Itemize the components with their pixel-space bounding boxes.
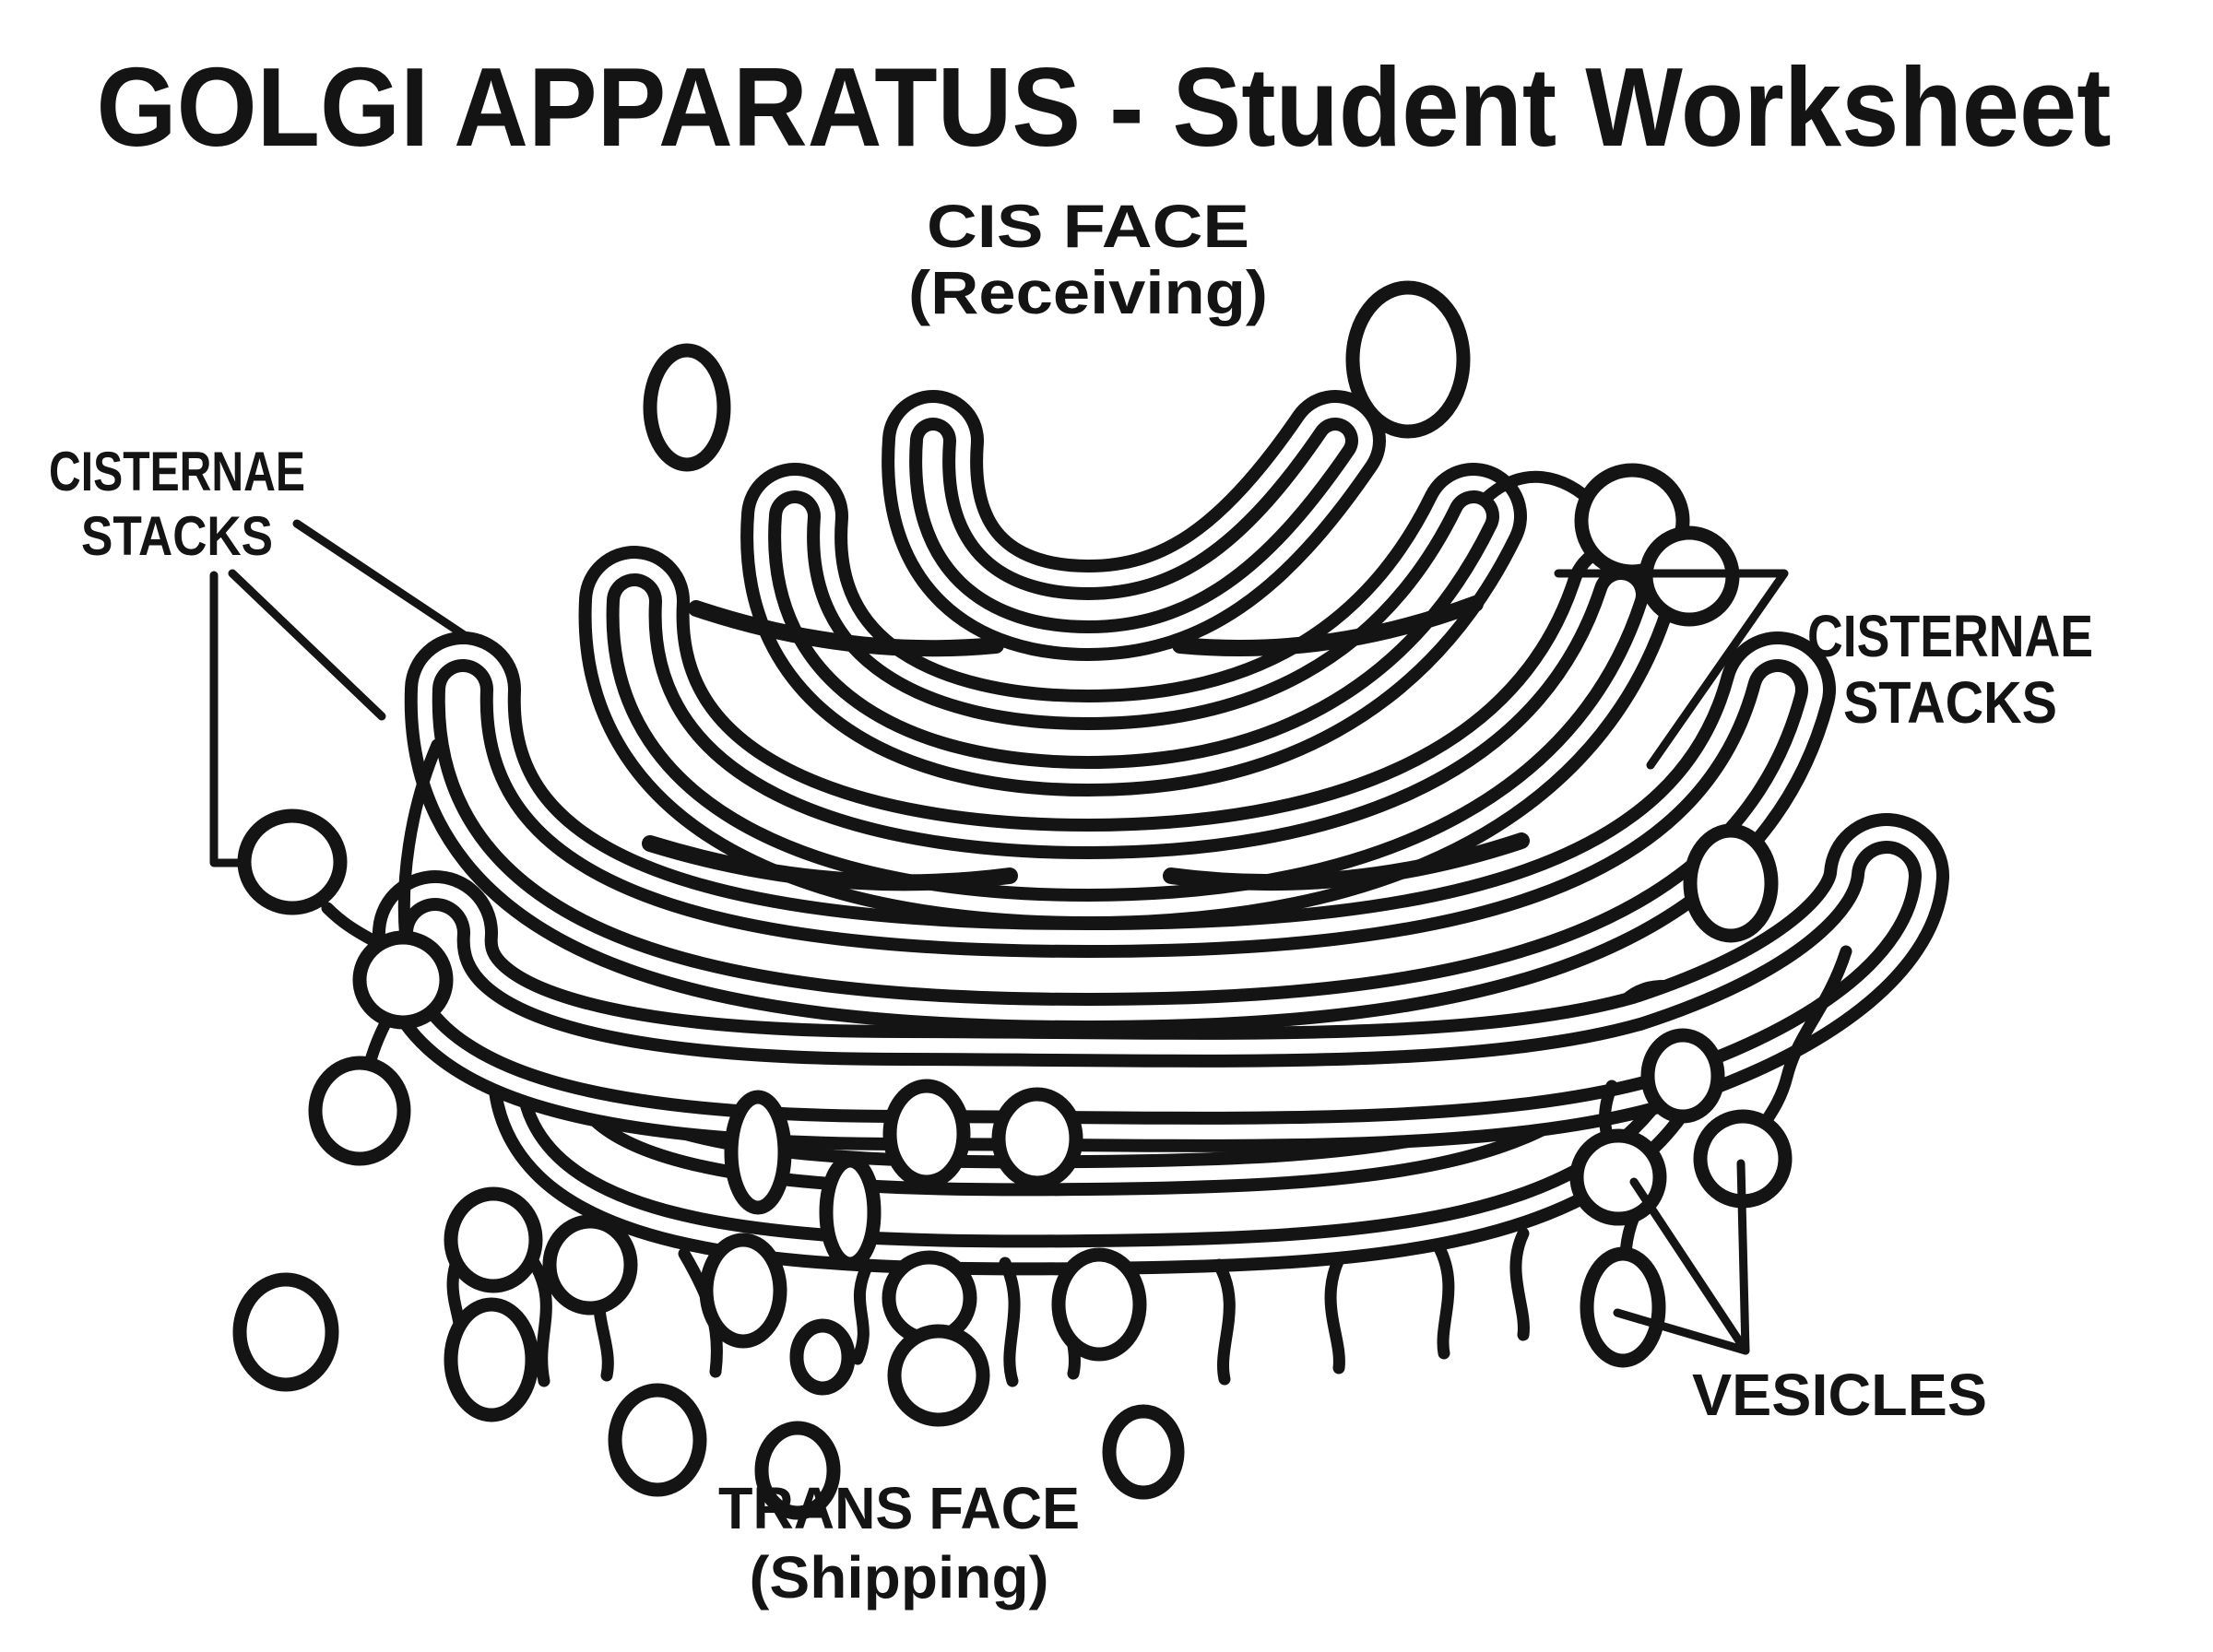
budding-tubule (1509, 1227, 1530, 1341)
vesicle (789, 1318, 856, 1396)
leader-vesicles-2 (1629, 1177, 1750, 1355)
cisternae-stacks-left-label-line2: STACKS (81, 505, 273, 567)
vesicle (643, 343, 731, 472)
vesicle (991, 1087, 1083, 1190)
cis-face-sublabel: (Receiving) (908, 258, 1268, 326)
leader-cisternae-left-1 (292, 519, 470, 641)
vesicle (352, 930, 454, 1030)
vesicle (887, 1324, 990, 1427)
budding-tubule (1213, 1258, 1236, 1386)
vesicle (237, 808, 348, 915)
membrane-arc (1172, 596, 1484, 656)
cisternae-stacks-right-label-line1: CISTERNAE (1807, 603, 2093, 669)
vesicle (1345, 280, 1471, 439)
budding-tubule (851, 1260, 873, 1365)
vesicle (1102, 1404, 1185, 1500)
cis-face-label: CIS FACE (927, 192, 1249, 260)
trans-face-label: TRANS FACE (718, 1475, 1080, 1541)
vesicle (819, 1153, 882, 1271)
vesicle (1051, 1247, 1147, 1362)
cisternae-stacks-right-label-line2: STACKS (1843, 669, 2057, 736)
budding-tubule (1432, 1240, 1455, 1360)
leader-vesicles-1 (1736, 1159, 1750, 1355)
vesicle (232, 1272, 339, 1392)
cisternae-stacks-left-label-line1: CISTERNAE (49, 441, 305, 502)
vesicle (724, 1090, 792, 1215)
membrane-arc (642, 835, 1018, 891)
vesicle (444, 1297, 539, 1422)
leader-cisternae-left-2 (228, 569, 386, 721)
inner-membrane-arcs (642, 596, 1530, 891)
vesicle (1569, 1128, 1667, 1226)
budding-tubule (1324, 1253, 1345, 1375)
leader-cisternae-left-3 (209, 571, 250, 867)
vesicle (608, 1383, 707, 1497)
vesicle (1683, 823, 1779, 943)
membrane-arc (1163, 832, 1530, 891)
membrane-arc (688, 600, 1004, 657)
vesicle (699, 1233, 787, 1349)
page-title: GOLGI APPARATUS - Student Worksheet (97, 44, 2112, 170)
leader-vesicles-3 (1613, 1308, 1750, 1355)
leader-cisternae-right (1554, 569, 1789, 770)
vesicle (1580, 1246, 1666, 1368)
vesicle (542, 1214, 638, 1316)
vesicle (308, 1056, 411, 1166)
budding-tubule (527, 1255, 552, 1387)
vesicles-label: VESICLES (1692, 1362, 1987, 1428)
vesicle (444, 1186, 543, 1293)
vesicle (1640, 1028, 1725, 1124)
trans-face-sublabel: (Shipping) (750, 1544, 1049, 1611)
budding-tubule (397, 738, 444, 947)
vesicle (882, 1079, 971, 1189)
label-leader-lines (209, 519, 1789, 1355)
vesicle (754, 1421, 841, 1520)
cisternae-stack-drawing (372, 390, 1949, 1276)
budding-tubule (999, 1257, 1021, 1387)
vesicles-drawing (232, 280, 1793, 1520)
